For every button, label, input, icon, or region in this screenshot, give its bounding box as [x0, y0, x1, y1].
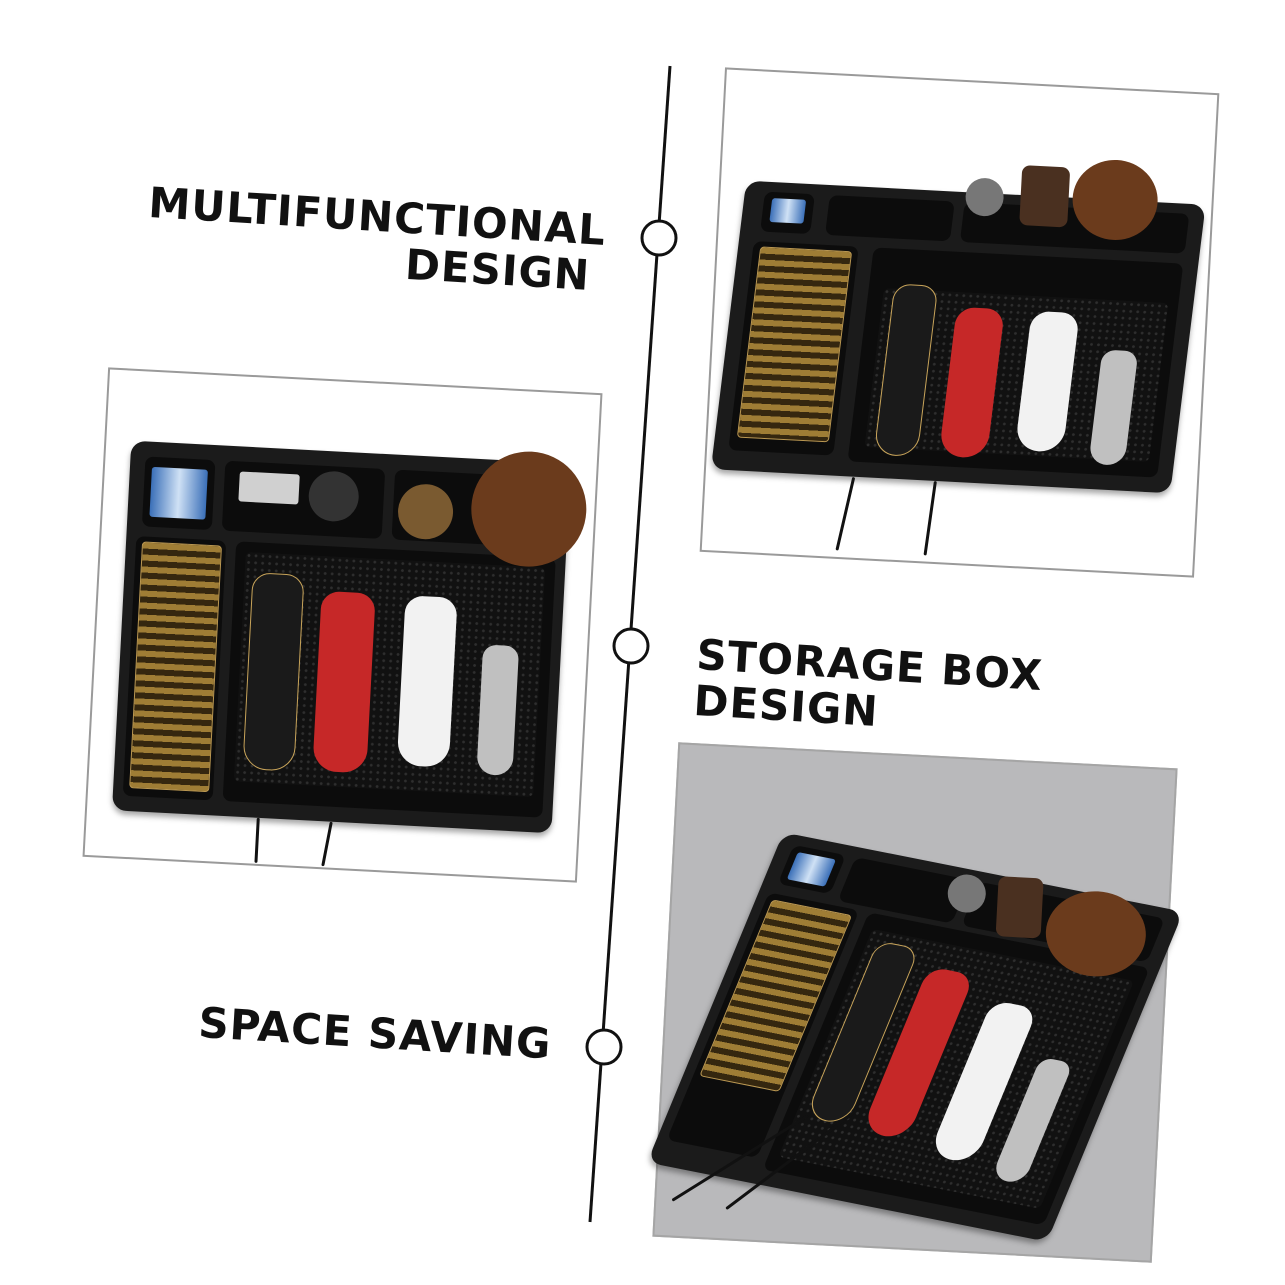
razor-blades: [149, 466, 208, 520]
headline-space-saving: SPACE SAVING: [197, 998, 553, 1069]
trimmer-silver: [476, 644, 520, 777]
headline-multifunctional: MULTIFUNCTIONAL DESIGN: [147, 178, 608, 300]
headline-storage-box: STORAGE BOX DESIGN: [692, 630, 1045, 737]
product-photo-bottom-right: [647, 742, 1184, 1263]
beard-brush: [995, 876, 1044, 939]
clipper-guards: [129, 541, 222, 793]
product-photo-middle-left: [82, 367, 603, 883]
beard-brush: [1019, 165, 1071, 228]
timeline-node-2: [612, 627, 650, 665]
razor: [238, 471, 300, 505]
product-photo-top-right: [699, 67, 1220, 578]
razor-blades: [769, 198, 807, 224]
timeline-node-3: [585, 1028, 623, 1066]
clipper-red: [312, 590, 376, 774]
timeline-node-1: [640, 219, 678, 257]
clipper-black: [242, 572, 305, 772]
clipper-white: [396, 595, 458, 768]
